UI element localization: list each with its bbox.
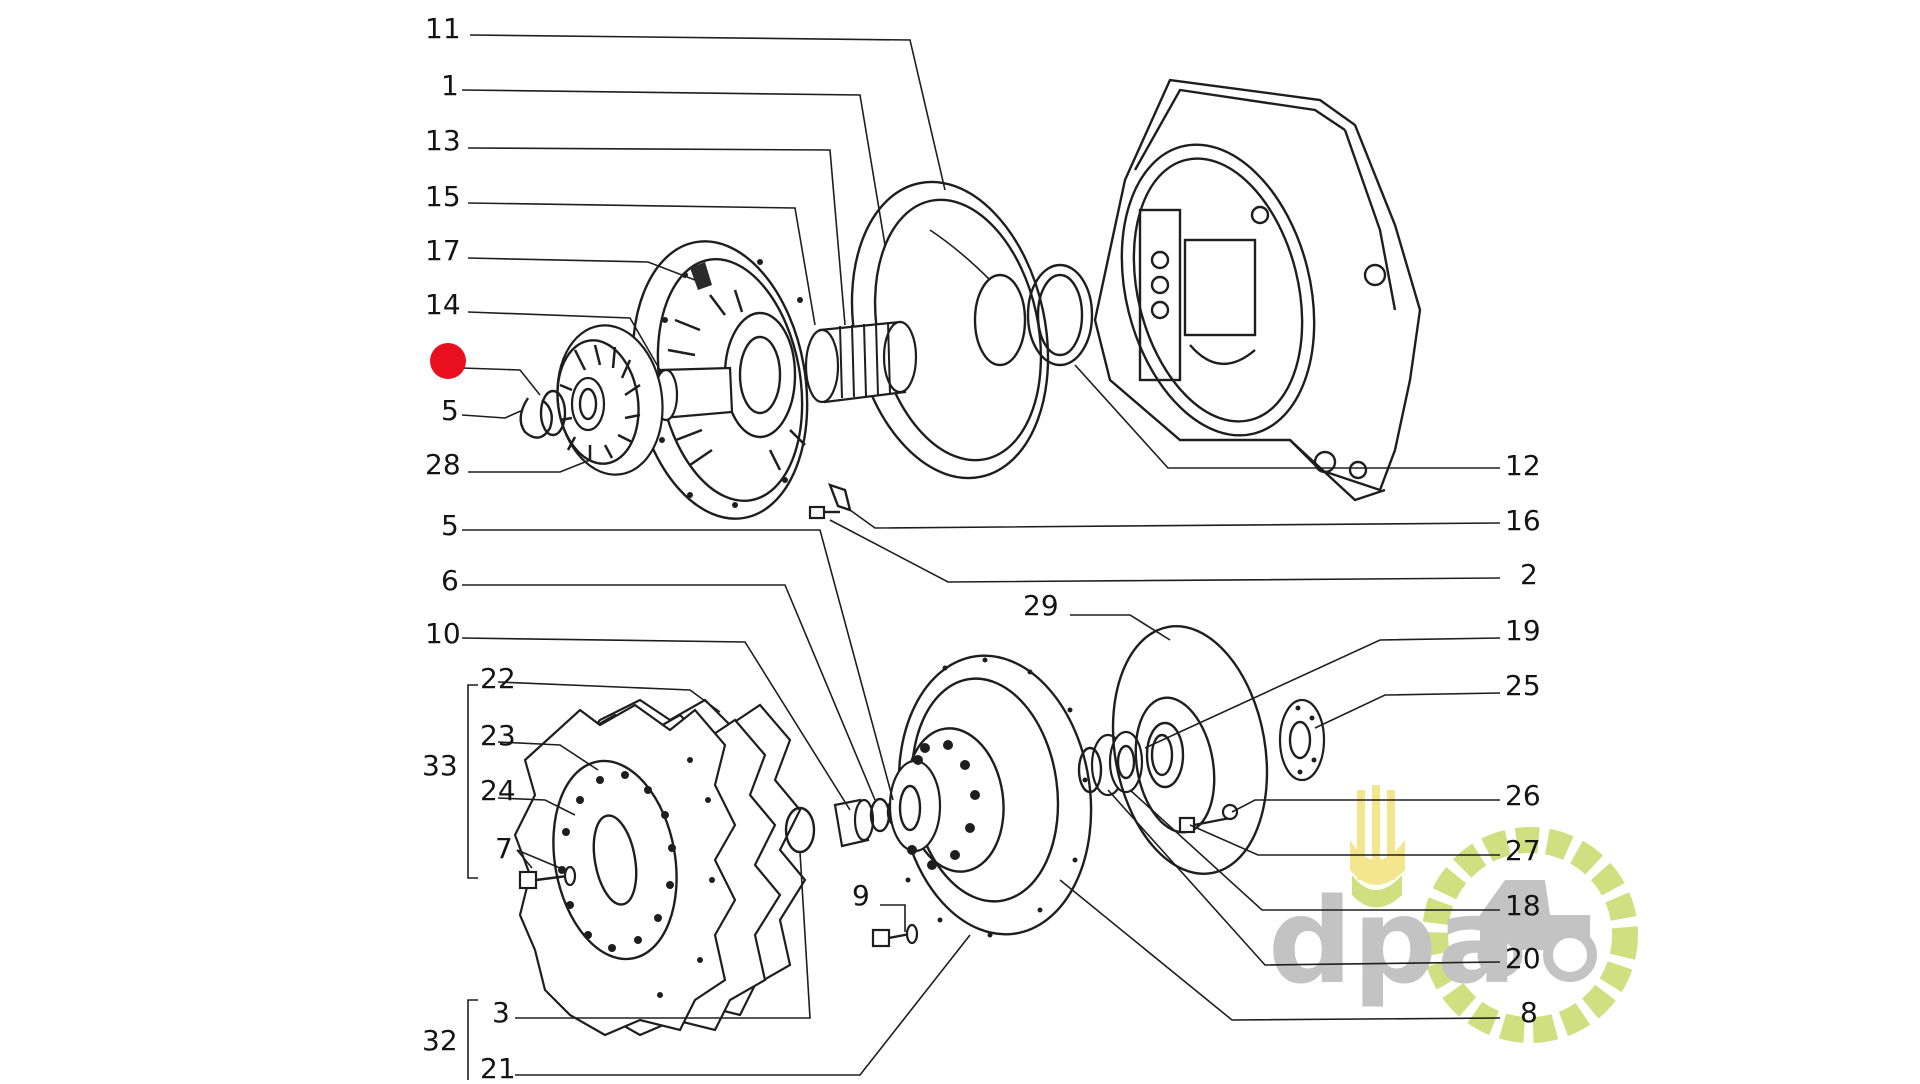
flange-25 [1278, 698, 1326, 782]
label-13: 13 [425, 124, 461, 157]
label-8: 8 [1520, 996, 1538, 1029]
wheat-icon [1350, 785, 1405, 908]
link-16 [827, 483, 852, 512]
label-5-upper: 5 [441, 394, 459, 427]
bolt-2 [808, 505, 840, 520]
label-12: 12 [1505, 449, 1541, 482]
label-11: 11 [425, 12, 461, 45]
label-32: 32 [422, 1024, 458, 1057]
label-18: 18 [1505, 889, 1541, 922]
label-19: 19 [1505, 614, 1541, 647]
label-25: 25 [1505, 669, 1541, 702]
label-6: 6 [441, 564, 459, 597]
hub-shaft-14 [653, 366, 734, 422]
label-27: 27 [1505, 834, 1541, 867]
red-dot-marker-icon [430, 343, 466, 379]
label-29: 29 [1023, 589, 1059, 622]
label-9: 9 [852, 879, 870, 912]
flex-plates-33 [513, 698, 807, 1037]
label-33: 33 [422, 749, 458, 782]
label-26: 26 [1505, 779, 1541, 812]
label-3: 3 [492, 996, 510, 1029]
snap-ring-5 [519, 389, 567, 439]
tractor-wheel-icon [1422, 827, 1638, 1043]
turbine-wheel-8 [888, 654, 1093, 938]
label-14: 14 [425, 288, 461, 321]
label-24: 24 [480, 774, 516, 807]
label-16: 16 [1505, 504, 1541, 537]
label-15: 15 [425, 180, 461, 213]
label-20: 20 [1505, 942, 1541, 975]
pump-wheel-28 [556, 324, 664, 476]
label-7: 7 [495, 832, 513, 865]
label-10: 10 [425, 617, 461, 650]
dpa-logo: dpa [1268, 785, 1638, 1043]
label-5-lower: 5 [441, 509, 459, 542]
bushing-10 [833, 798, 875, 848]
seal-ring-12 [1026, 263, 1094, 367]
callout-labels: 11 1 13 15 17 14 5 28 5 6 10 22 23 33 24… [422, 12, 1541, 1084]
label-22: 22 [480, 662, 516, 695]
bolt-9 [871, 923, 919, 948]
logo-text: dpa [1268, 872, 1517, 1010]
label-2: 2 [1520, 558, 1538, 591]
label-17: 17 [425, 234, 461, 267]
nut-26 [1221, 803, 1239, 821]
label-28: 28 [425, 448, 461, 481]
gearbox-housing [1093, 78, 1422, 502]
bolt-7 [518, 865, 577, 890]
label-1: 1 [441, 69, 459, 102]
bolt-27 [1178, 816, 1231, 834]
label-23: 23 [480, 719, 516, 752]
spline-sleeve-13 [804, 320, 918, 404]
leader-lines [461, 34, 1501, 1084]
label-21: 21 [480, 1052, 516, 1080]
